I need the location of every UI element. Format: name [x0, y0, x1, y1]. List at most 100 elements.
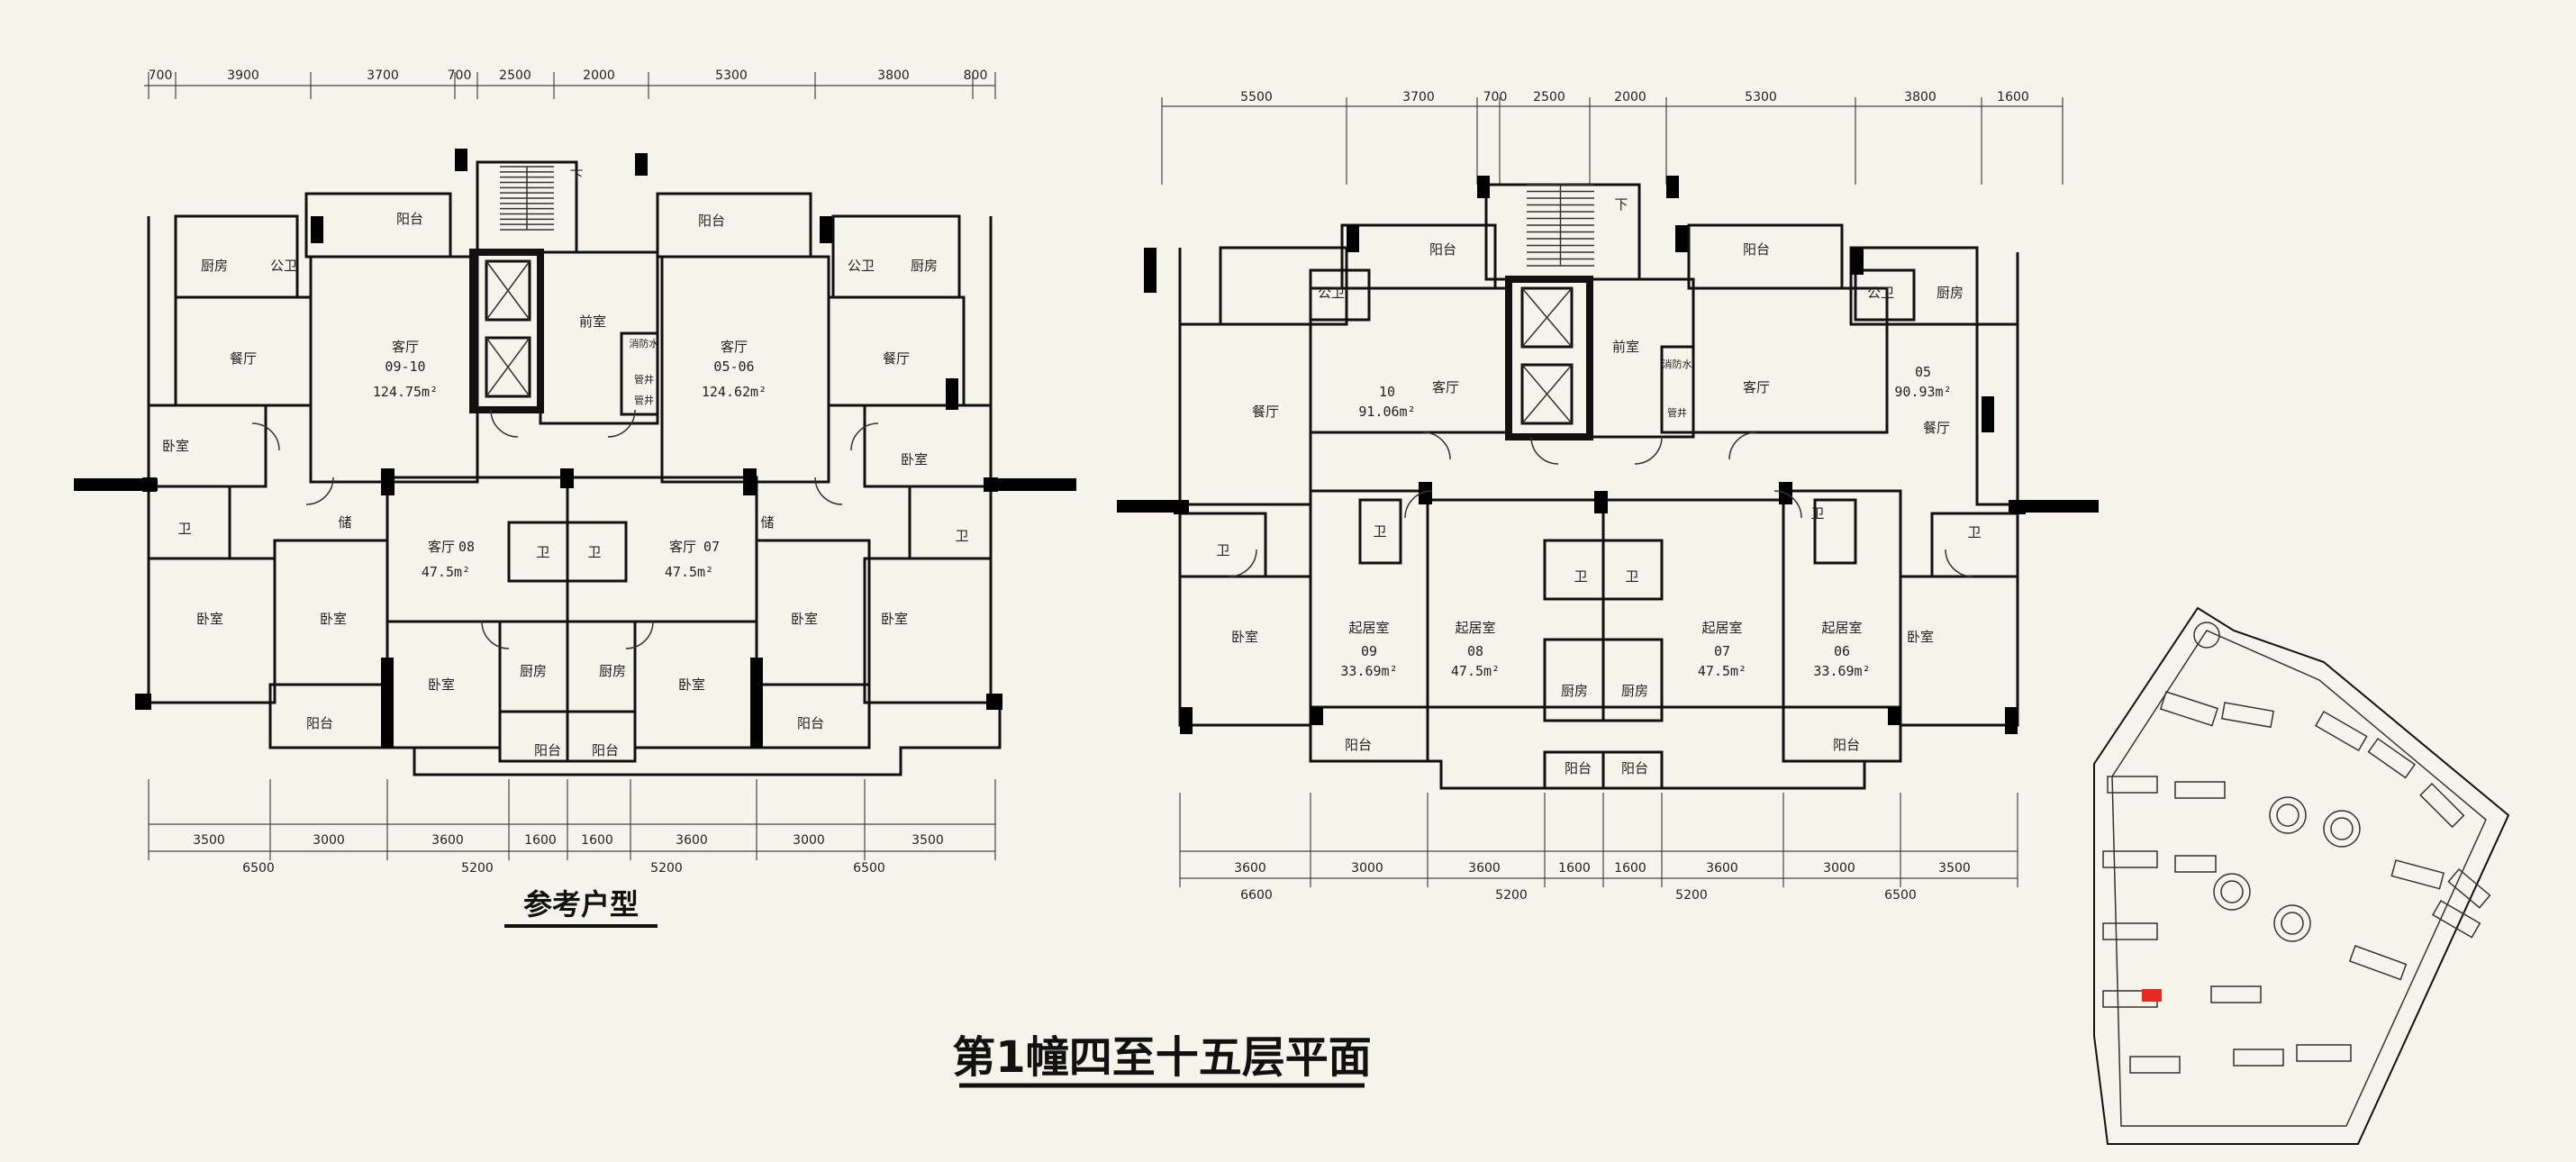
room-label: 卫: [1625, 568, 1638, 585]
room-label: 阳台: [698, 213, 725, 229]
unit-area: 33.69m²: [1813, 663, 1870, 679]
site-building-block: [2221, 702, 2275, 729]
room-label: 卫: [1216, 542, 1229, 558]
room-label: 阳台: [534, 742, 561, 758]
room-label: 餐厅: [230, 350, 257, 367]
room-label: 下: [569, 168, 583, 184]
room-label: 厨房: [201, 258, 228, 274]
dim-label: 5200: [461, 861, 494, 876]
dim-label: 3800: [877, 68, 910, 83]
room-label: 下: [1614, 196, 1628, 213]
room-label: 厨房: [1937, 285, 1964, 301]
site-round-building: [2323, 810, 2361, 848]
room-label: 公卫: [1867, 285, 1894, 301]
unit-area: 47.5m²: [665, 564, 713, 580]
site-building-block: [2159, 691, 2219, 727]
unit-code: 09-10: [385, 359, 425, 375]
room-label: 储: [338, 514, 351, 531]
site-round-building-inner: [2281, 912, 2304, 935]
dim-label: 6600: [1240, 888, 1273, 903]
site-building-block: [2233, 1049, 2284, 1067]
room-label: 客厅: [428, 539, 455, 555]
dim-label: 5200: [650, 861, 683, 876]
dim-label: 3000: [1823, 861, 1855, 876]
room-label: 阳台: [592, 742, 619, 758]
unit-code: 07: [703, 539, 720, 555]
unit-code: 09: [1361, 643, 1377, 659]
room-label: 卫: [1373, 523, 1386, 540]
site-building-block: [2367, 737, 2417, 779]
site-location-map: [2093, 606, 2510, 1145]
reference-unit-label: 参考户型: [523, 887, 639, 921]
room-label: 客厅: [392, 339, 419, 355]
room-label: 阳台: [1743, 241, 1770, 258]
room-label: 起居室: [1348, 620, 1389, 636]
dim-label: 5300: [715, 68, 748, 83]
site-building-block: [2174, 855, 2217, 873]
room-label: 卫: [1574, 568, 1587, 585]
unit-code: 07: [1714, 643, 1730, 659]
unit-area: 91.06m²: [1358, 404, 1415, 420]
unit-area: 90.93m²: [1894, 384, 1951, 400]
room-label: 阳台: [797, 715, 824, 731]
room-label: 管井: [634, 373, 654, 386]
dim-label: 5200: [1675, 888, 1708, 903]
dim-label: 5500: [1240, 90, 1273, 104]
room-label: 公卫: [1318, 285, 1345, 301]
drawing-title: 第1幢四至十五层平面: [952, 1032, 1371, 1083]
room-label: 卧室: [320, 611, 347, 627]
dim-label: 2000: [583, 68, 615, 83]
dim-label: 1600: [1997, 90, 2029, 104]
room-label: 卧室: [678, 676, 705, 693]
room-label: 厨房: [911, 258, 938, 274]
room-label: 客厅: [1743, 379, 1770, 395]
highlighted-unit-marker: [2142, 989, 2162, 1002]
dim-label: 1600: [1558, 861, 1591, 876]
room-label: 卧室: [162, 438, 189, 454]
room-label: 管井: [1667, 406, 1687, 419]
unit-code: 05-06: [713, 359, 754, 375]
site-building-block: [2174, 781, 2226, 799]
site-building-block: [2419, 782, 2465, 829]
dim-label: 700: [448, 68, 472, 83]
site-round-building-inner: [2330, 817, 2354, 840]
site-round-building: [2273, 904, 2311, 942]
room-label: 餐厅: [883, 350, 910, 367]
dim-label: 1600: [581, 833, 613, 848]
dim-label: 800: [964, 68, 988, 83]
site-building-block: [2129, 1056, 2181, 1074]
room-label: 卫: [955, 528, 968, 544]
dim-label: 3500: [912, 833, 944, 848]
room-label: 客厅: [1432, 379, 1459, 395]
dim-label: 2500: [499, 68, 531, 83]
site-building-block: [2296, 1044, 2352, 1062]
room-label: 阳台: [1565, 760, 1592, 776]
room-label: 厨房: [599, 663, 626, 679]
dim-label: 2500: [1533, 90, 1565, 104]
site-round-building-inner: [2220, 880, 2244, 903]
room-label: 卧室: [791, 611, 818, 627]
dim-label: 3000: [793, 833, 825, 848]
dim-label: 1600: [524, 833, 557, 848]
room-label: 卫: [1967, 524, 1981, 540]
site-building-block: [2210, 985, 2262, 1003]
dim-label: 2000: [1614, 90, 1646, 104]
room-label: 卫: [536, 544, 549, 560]
left-floor-plan: [74, 72, 1076, 860]
unit-code: 05: [1915, 364, 1931, 380]
site-round-building: [2213, 873, 2251, 911]
unit-code: 08: [1467, 643, 1483, 659]
room-label: 阳台: [396, 211, 423, 227]
dim-label: 3000: [313, 833, 345, 848]
site-building-block: [2102, 850, 2158, 868]
dim-label: 6500: [1884, 888, 1917, 903]
room-label: 卫: [587, 544, 601, 560]
room-label: 厨房: [520, 663, 547, 679]
dim-label: 3500: [1938, 861, 1971, 876]
room-label: 前室: [579, 313, 606, 330]
room-label: 阳台: [306, 715, 333, 731]
room-label: 起居室: [1455, 620, 1495, 636]
dim-label: 3600: [1706, 861, 1738, 876]
